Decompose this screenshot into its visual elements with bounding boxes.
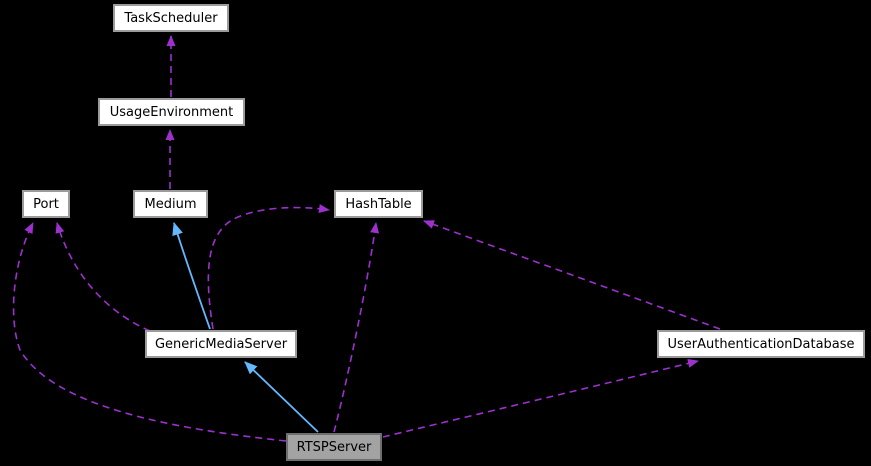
node-label: Port bbox=[33, 196, 59, 212]
node-label: RTSPServer bbox=[296, 439, 372, 455]
node-label: TaskScheduler bbox=[124, 10, 218, 26]
node-hashtable[interactable]: HashTable bbox=[334, 190, 423, 218]
node-rtspserver-current: RTSPServer bbox=[286, 433, 382, 461]
node-usageenvironment[interactable]: UsageEnvironment bbox=[98, 98, 245, 126]
node-medium[interactable]: Medium bbox=[133, 190, 208, 218]
node-port[interactable]: Port bbox=[22, 190, 70, 218]
edge-userauthenticationdatabase-to-hashtable bbox=[423, 220, 721, 330]
edge-genericmediaserver-to-port bbox=[55, 222, 151, 332]
node-taskscheduler[interactable]: TaskScheduler bbox=[113, 4, 229, 32]
node-userauthenticationdatabase[interactable]: UserAuthenticationDatabase bbox=[657, 330, 865, 358]
edge-rtspserver-to-port bbox=[12, 222, 287, 442]
edge-rtspserver-to-genericmediaserver bbox=[244, 361, 319, 433]
node-label: Medium bbox=[144, 196, 197, 212]
node-label: UsageEnvironment bbox=[109, 104, 234, 120]
edge-rtspserver-to-hashtable bbox=[333, 222, 380, 433]
node-label: GenericMediaServer bbox=[154, 336, 288, 352]
edge-genericmediaserver-to-medium bbox=[172, 222, 211, 330]
node-label: HashTable bbox=[345, 196, 412, 212]
edge-genericmediaserver-to-hashtable bbox=[207, 204, 330, 330]
node-genericmediaserver[interactable]: GenericMediaServer bbox=[145, 330, 297, 358]
edge-rtspserver-to-userauthenticationdatabase bbox=[382, 359, 699, 438]
node-label: UserAuthenticationDatabase bbox=[667, 336, 855, 352]
